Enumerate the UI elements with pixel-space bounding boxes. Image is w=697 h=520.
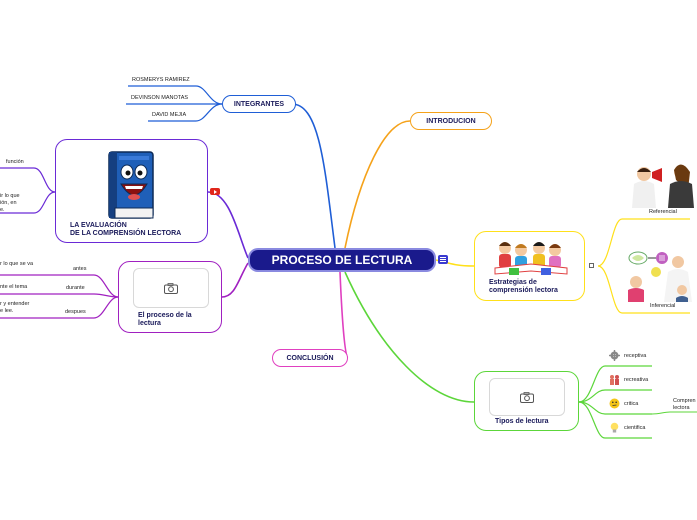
conclusion-label: CONCLUSIÓN bbox=[286, 354, 334, 362]
root-topic[interactable]: PROCESO DE LECTURA bbox=[248, 248, 436, 272]
camera-icon bbox=[164, 282, 178, 294]
proceso-child-despues[interactable]: despues bbox=[65, 309, 86, 315]
laughing-book-image bbox=[108, 151, 154, 219]
estrategias-title: Estrategias de comprensión lectora bbox=[489, 279, 558, 295]
proceso-topic[interactable]: El proceso de la lectura bbox=[118, 261, 222, 333]
proceso-note-2[interactable]: nte el tema bbox=[0, 284, 28, 290]
root-topic-label: PROCESO DE LECTURA bbox=[271, 253, 413, 267]
youtube-icon[interactable] bbox=[210, 188, 220, 195]
external-link-icon[interactable] bbox=[589, 263, 594, 268]
proceso-child-durante[interactable]: durante bbox=[66, 285, 85, 291]
referencial-image bbox=[632, 164, 694, 208]
integrantes-label: INTEGRANTES bbox=[233, 100, 285, 108]
children-reading-image bbox=[494, 242, 568, 275]
gear-icon bbox=[609, 350, 620, 361]
people-icon bbox=[610, 375, 619, 385]
proceso-note-1[interactable]: r lo que se va bbox=[0, 261, 34, 267]
image-placeholder bbox=[133, 268, 209, 308]
integrantes-topic[interactable]: INTEGRANTES bbox=[222, 95, 296, 113]
inferencial-image bbox=[628, 251, 692, 302]
notes-icon[interactable] bbox=[438, 255, 448, 264]
introduccion-label: INTRODUCION bbox=[426, 117, 476, 125]
estrategias-child-referencial[interactable]: Referencial bbox=[649, 209, 677, 215]
estrategias-child-inferencial[interactable]: Inferencial bbox=[650, 303, 676, 309]
lightbulb-icon bbox=[610, 422, 619, 433]
evaluacion-child-funcion[interactable]: función bbox=[6, 159, 24, 165]
estrategias-topic[interactable]: Estrategias de comprensión lectora bbox=[474, 231, 585, 301]
member-1[interactable]: ROSMERYS RAMIREZ bbox=[132, 77, 190, 83]
critica-child-label[interactable]: Compren lectora bbox=[673, 398, 696, 411]
evaluacion-child-text[interactable]: ir lo que ión, en e. bbox=[0, 193, 20, 213]
proceso-title: El proceso de la lectura bbox=[138, 312, 192, 328]
introduccion-topic[interactable]: INTRODUCION bbox=[410, 112, 492, 130]
tipos-child-cientifica[interactable]: cientifica bbox=[624, 425, 646, 431]
tipos-child-critica[interactable]: critica bbox=[624, 401, 639, 407]
tipos-topic[interactable]: Tipos de lectura bbox=[474, 371, 579, 431]
member-3[interactable]: DAVID MEJIA bbox=[152, 112, 187, 118]
tipos-child-receptiva[interactable]: receptiva bbox=[624, 353, 647, 359]
evaluacion-topic[interactable]: LA EVALUACIÓN DE LA COMPRENSIÓN LECTORA bbox=[55, 139, 208, 243]
camera-icon bbox=[520, 391, 534, 403]
tipos-child-recreativa[interactable]: recreativa bbox=[624, 377, 649, 383]
tipos-title: Tipos de lectura bbox=[495, 418, 549, 425]
evaluacion-title: LA EVALUACIÓN DE LA COMPRENSIÓN LECTORA bbox=[70, 222, 182, 238]
member-2[interactable]: DEVINSON MANOTAS bbox=[131, 95, 189, 101]
proceso-child-antes[interactable]: antes bbox=[73, 266, 87, 272]
thinking-face-icon bbox=[609, 398, 620, 409]
proceso-note-3[interactable]: r y entender e lee. bbox=[0, 301, 30, 314]
conclusion-topic[interactable]: CONCLUSIÓN bbox=[272, 349, 348, 367]
image-placeholder bbox=[489, 378, 565, 416]
